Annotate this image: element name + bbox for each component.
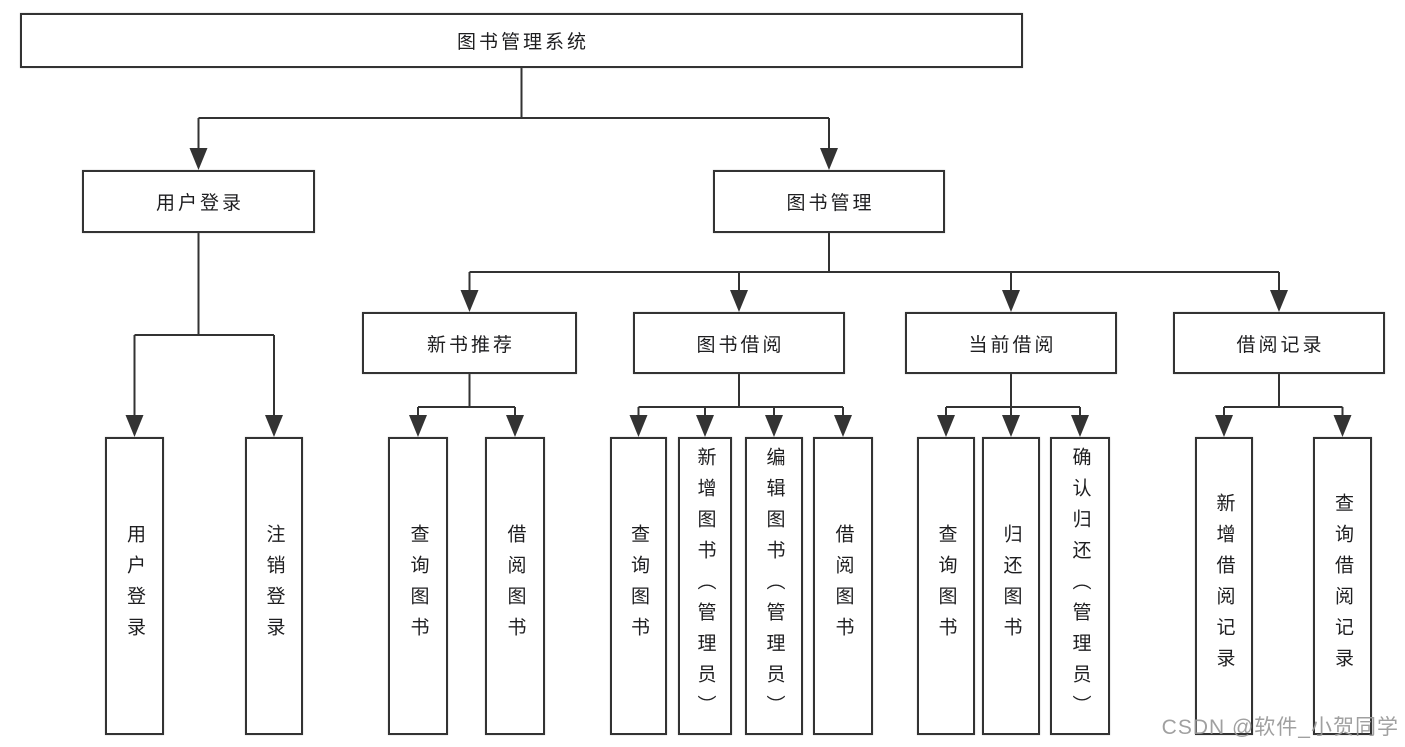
node-book-management: 图书管理	[713, 170, 945, 233]
node-user-login: 用户登录	[82, 170, 315, 233]
leaf-newrec-query-books: 查询图书	[388, 437, 448, 735]
node-root: 图书管理系统	[20, 13, 1023, 68]
node-new-book-recommend: 新书推荐	[362, 312, 577, 374]
leaf-user-login: 用户登录	[105, 437, 164, 735]
leaf-borrow-borrow-books: 借阅图书	[813, 437, 873, 735]
leaf-current-return-books: 归还图书	[982, 437, 1040, 735]
node-current-borrowing: 当前借阅	[905, 312, 1117, 374]
leaf-logout: 注销登录	[245, 437, 303, 735]
leaf-records-add-record: 新增借阅记录	[1195, 437, 1253, 735]
leaf-borrow-edit-books-admin: 编辑图书（管理员）	[745, 437, 803, 735]
watermark: CSDN @软件_小贺同学	[1161, 716, 1399, 739]
leaf-newrec-borrow-books: 借阅图书	[485, 437, 545, 735]
leaf-records-query-record: 查询借阅记录	[1313, 437, 1372, 735]
leaf-current-query-books: 查询图书	[917, 437, 975, 735]
node-book-borrowing: 图书借阅	[633, 312, 845, 374]
leaf-borrow-query-books: 查询图书	[610, 437, 667, 735]
leaf-borrow-add-books-admin: 新增图书（管理员）	[678, 437, 732, 735]
node-borrow-records: 借阅记录	[1173, 312, 1385, 374]
leaf-current-confirm-return-admin: 确认归还（管理员）	[1050, 437, 1110, 735]
